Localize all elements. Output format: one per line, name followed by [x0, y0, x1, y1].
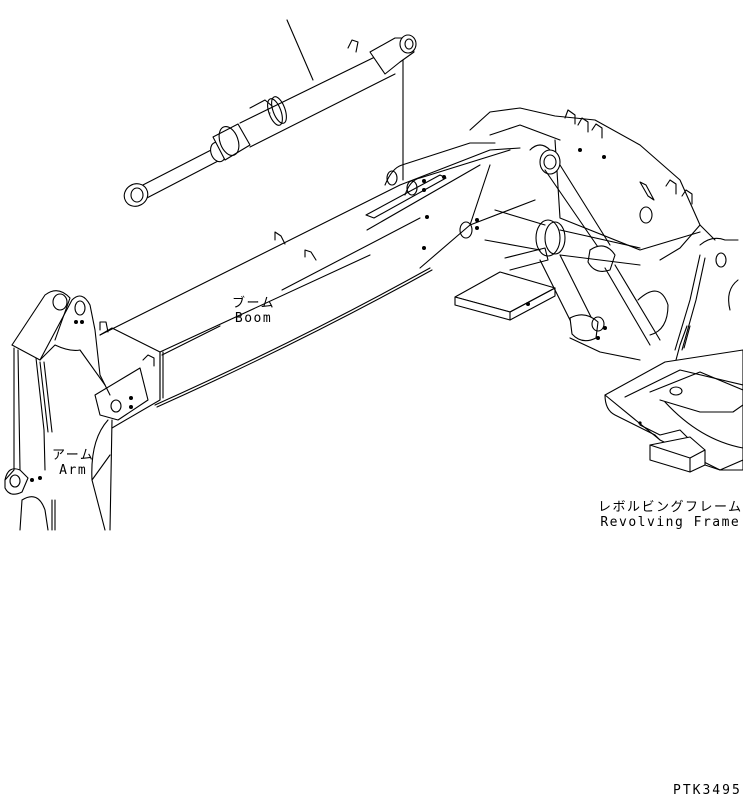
boom: [94, 142, 536, 429]
arm: [4, 290, 113, 531]
revolving-frame-label-en: Revolving Frame: [600, 515, 741, 530]
arm-label: アーム Arm: [52, 448, 94, 478]
boom-label: ブーム Boom: [232, 296, 275, 326]
boom-cylinder: [123, 34, 417, 207]
drawing-code: PTK3495: [673, 783, 742, 798]
boom-label-en: Boom: [234, 311, 273, 326]
arm-label-jp: アーム: [52, 448, 95, 463]
cylinder-leader-line: [286, 19, 404, 181]
revolving-frame: [454, 107, 743, 473]
boom-label-jp: ブーム: [232, 296, 276, 311]
arm-label-en: Arm: [59, 463, 88, 478]
revolving-frame-label: レボルビングフレーム Revolving Frame: [598, 500, 743, 530]
revolving-frame-label-jp: レボルビングフレーム: [598, 500, 743, 515]
